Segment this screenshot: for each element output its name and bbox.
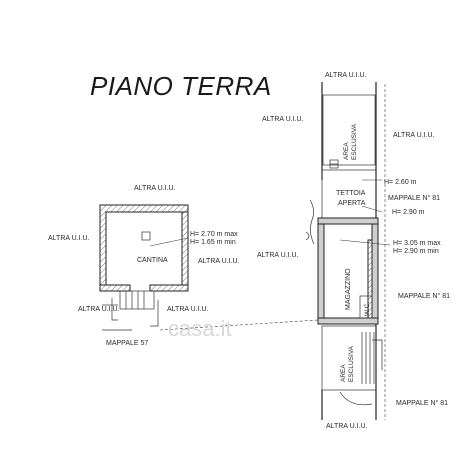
label-area-esclusiva-top-2: ESCLUSIVA [351, 123, 358, 160]
wall-segment [317, 223, 325, 325]
label-altra-uiu-cantina-left: ALTRA U.I.U. [48, 235, 90, 242]
label-altra-uiu-top: ALTRA U.I.U. [325, 72, 367, 79]
boundary-curve [339, 391, 373, 406]
label-area-esclusiva-top-1: AREA [343, 142, 350, 160]
label-mappale-57: MAPPALE 57 [106, 340, 148, 347]
label-h-magazzino: H= 2.90 m [392, 209, 425, 216]
label-wc: W.C. [364, 302, 371, 316]
cantina-wall-bottom-left [99, 284, 131, 292]
label-cantina: CANTINA [137, 257, 168, 264]
wall-corner [150, 300, 159, 327]
right-building [305, 82, 391, 420]
vent-symbol [141, 231, 151, 241]
property-boundary [159, 319, 319, 331]
stair-access [119, 290, 155, 310]
label-altra-uiu-cantina-bottom-right: ALTRA U.I.U. [167, 306, 209, 313]
label-altra-uiu-cantina-top: ALTRA U.I.U. [134, 185, 176, 192]
area-esclusiva-bottom [321, 325, 377, 391]
plan-title: PIANO TERRA [90, 71, 272, 101]
leader-line [339, 239, 391, 246]
watermark: casa.it [168, 316, 232, 341]
label-h-mag-min: H= 2.90 m min [393, 248, 439, 255]
cantina-wall-right [181, 211, 189, 291]
left-building [99, 204, 319, 331]
label-h-cantina-min: H= 1.65 m min [190, 239, 236, 246]
label-mappale-81-top: MAPPALE N° 81 [388, 194, 440, 202]
label-area-esclusiva-bottom-2: ESCLUSIVA [348, 345, 355, 382]
label-magazzino: MAGAZZINO [345, 268, 352, 310]
wall-segment [317, 317, 379, 325]
label-altra-uiu-cantina-bottom: ALTRA U.I.U. [78, 306, 120, 313]
label-h-tettoia: H= 2.60 m [384, 179, 417, 186]
cantina-wall-left-top [99, 204, 189, 286]
leader-line [372, 339, 383, 370]
wall-segment [317, 217, 379, 225]
cantina-wall-bottom-right [149, 284, 189, 292]
label-tettoia-2: APERTA [338, 200, 366, 207]
wall-segment [371, 223, 379, 325]
label-area-esclusiva-bottom-1: AREA [340, 364, 347, 382]
boundary-wave [309, 199, 315, 245]
label-altra-uiu-bottom: ALTRA U.I.U. [326, 423, 368, 430]
label-altra-uiu-right: ALTRA U.I.U. [393, 132, 435, 139]
label-tettoia-1: TETTOIA [336, 190, 366, 197]
area-esclusiva-top [322, 94, 376, 166]
label-altra-uiu-left: ALTRA U.I.U. [262, 116, 304, 123]
leader-line [361, 205, 383, 213]
label-h-mag-max: H= 3.05 m max [393, 240, 441, 247]
label-mappale-81-mid: MAPPALE N° 81 [398, 292, 450, 300]
wc-room [359, 295, 373, 319]
label-altra-uiu-cantina-right: ALTRA U.I.U. [198, 258, 240, 265]
label-altra-uiu-mid: ALTRA U.I.U. [257, 252, 299, 259]
label-h-cantina-max: H= 2.70 m max [190, 231, 238, 238]
leader-line [149, 237, 189, 247]
boundary-wave [305, 231, 310, 241]
label-mappale-81-bottom: MAPPALE N° 81 [396, 399, 448, 407]
